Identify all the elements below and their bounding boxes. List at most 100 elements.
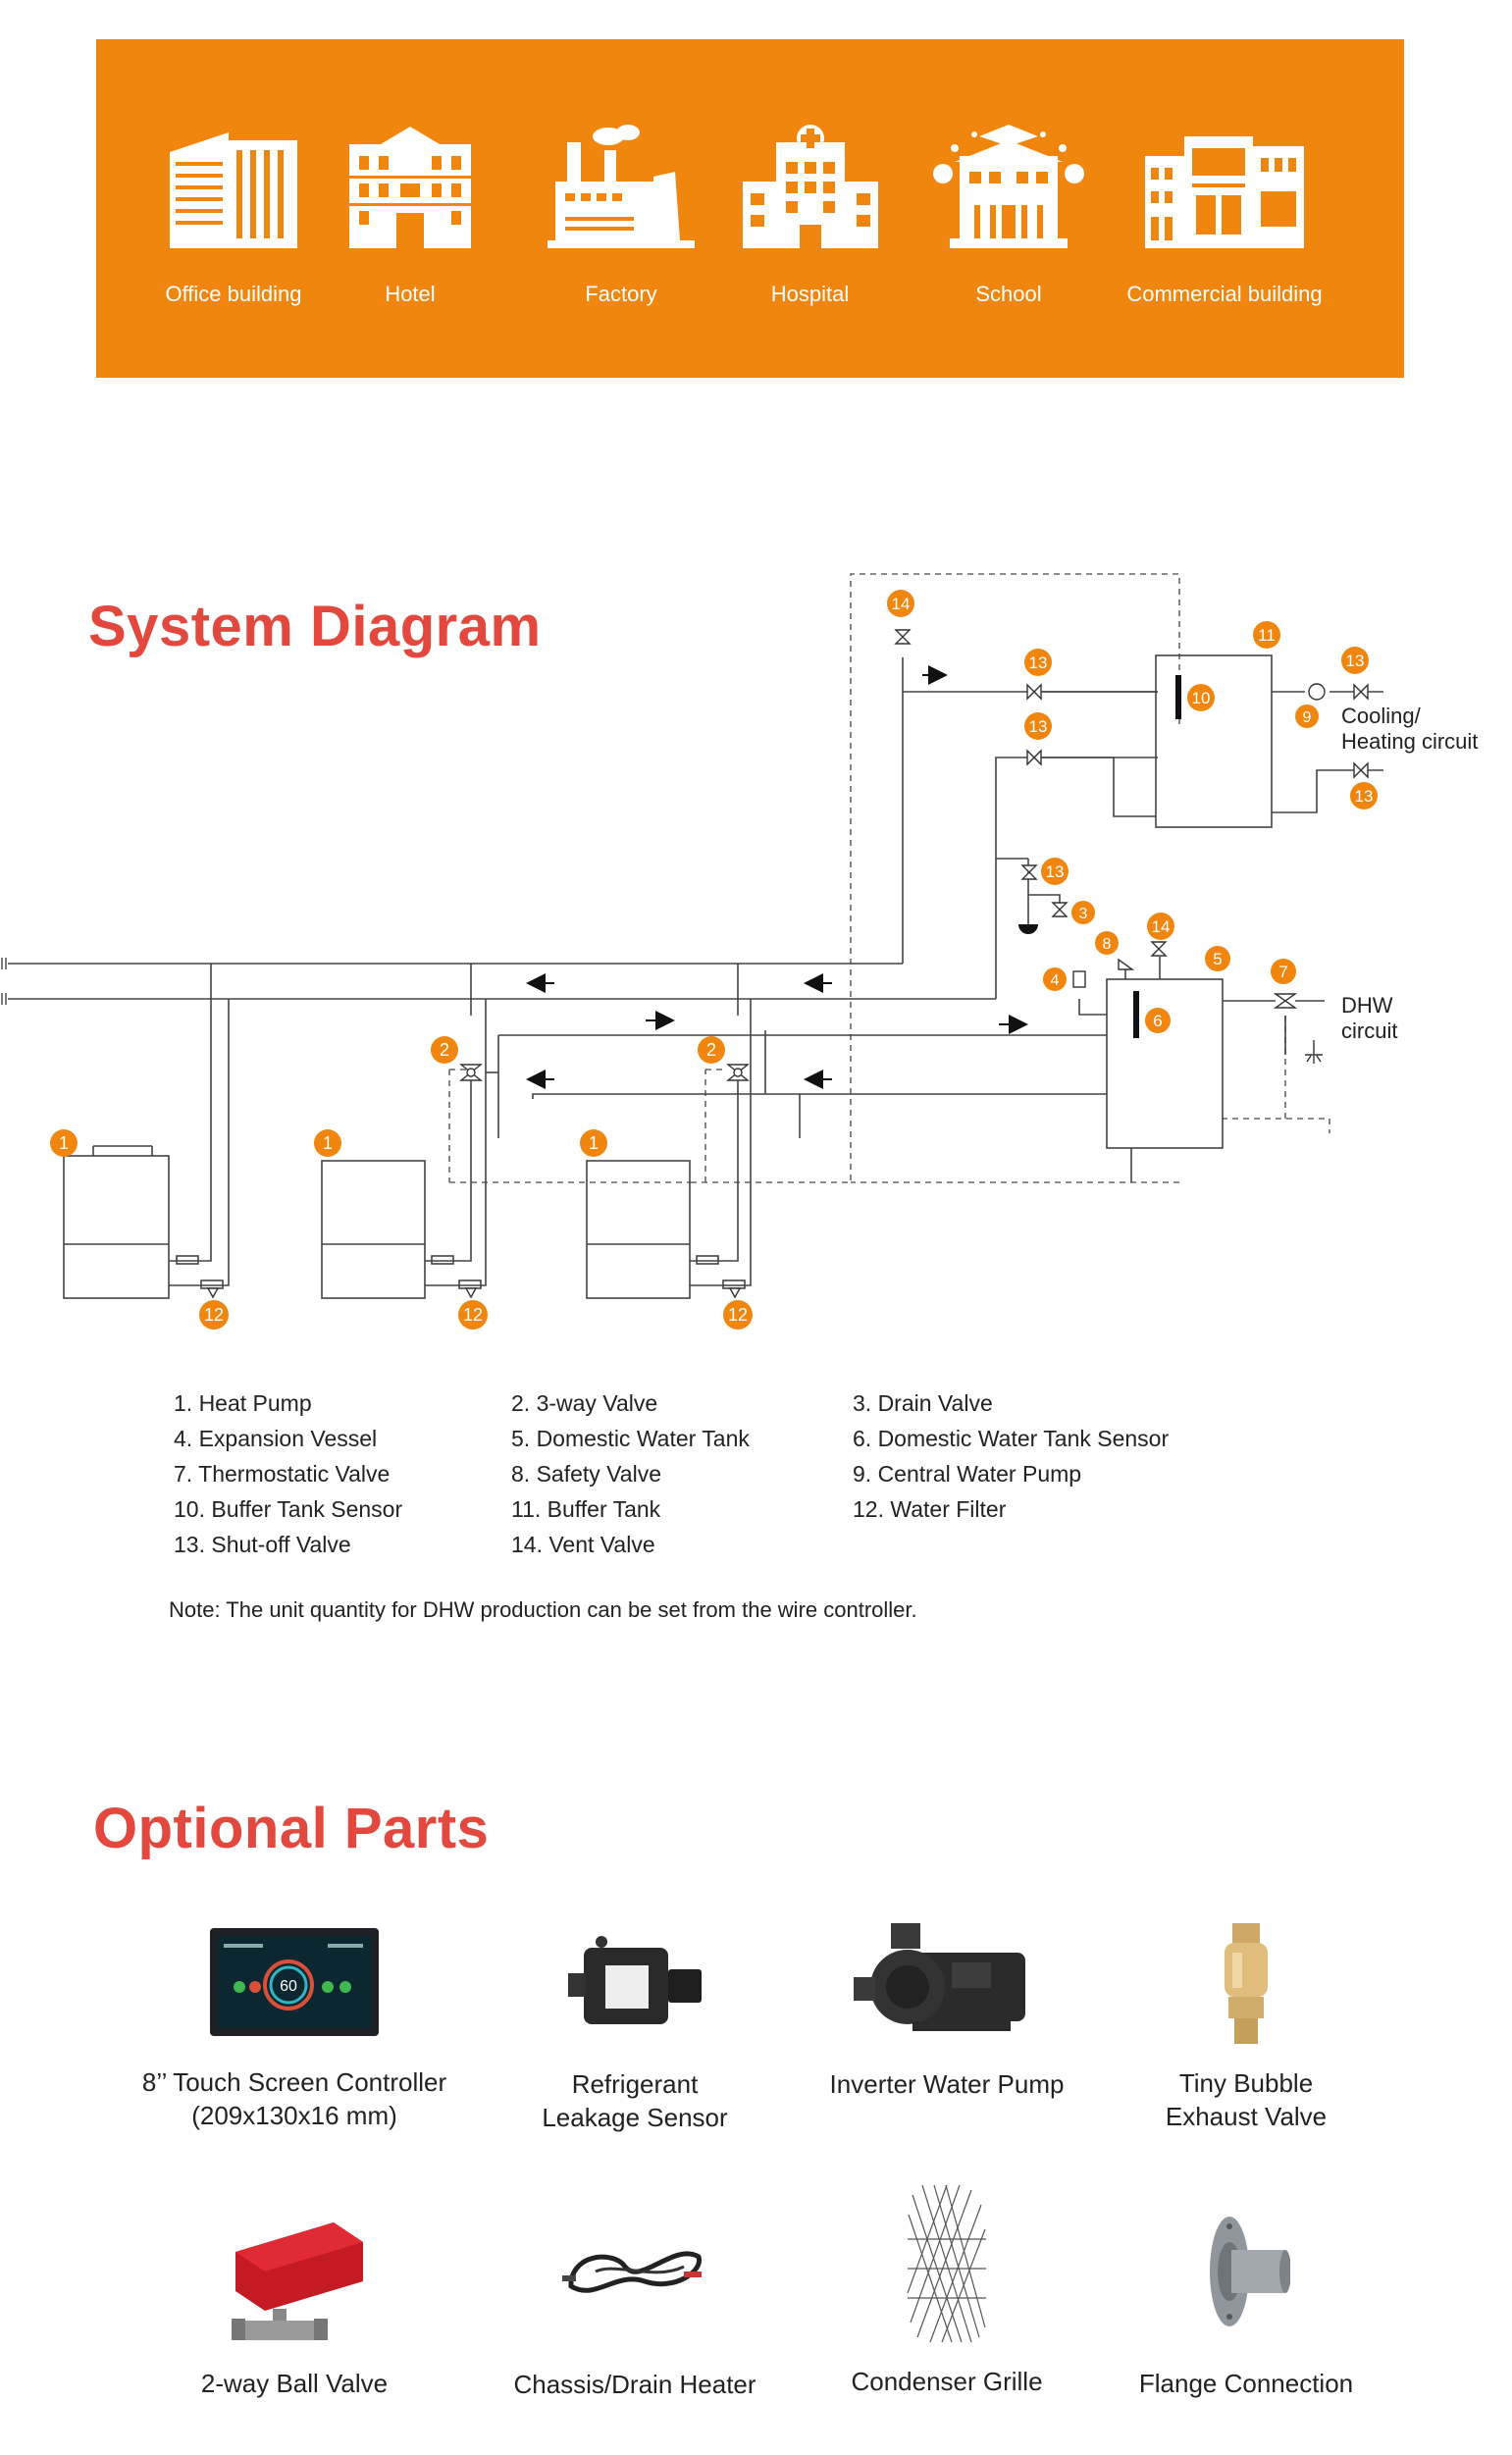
legend-item: 1. Heat Pump <box>174 1390 312 1416</box>
school-icon <box>933 125 1084 248</box>
system-diagram-title: System Diagram <box>88 595 542 658</box>
drain-heater-icon <box>562 2251 702 2293</box>
svg-text:4: 4 <box>1051 972 1060 989</box>
legend-item: 13. Shut-off Valve <box>174 1532 351 1557</box>
banner-item-commercial: Commercial building <box>1107 39 1342 378</box>
svg-text:1: 1 <box>59 1133 69 1153</box>
marker-13d: 13 <box>1350 782 1378 810</box>
svg-text:12: 12 <box>728 1305 748 1325</box>
piping <box>8 654 1383 1299</box>
legend-item: 8. Safety Valve <box>511 1461 661 1487</box>
buffer-tank-sensor <box>1175 675 1181 719</box>
marker-12b: 12 <box>458 1300 488 1330</box>
svg-text:12: 12 <box>204 1305 224 1325</box>
legend-item: 2. 3-way Valve <box>511 1390 658 1416</box>
part-water-pump: Inverter Water Pump <box>790 1923 1104 2139</box>
leakage-sensor-icon <box>568 1936 702 2024</box>
flange-connection-icon <box>1210 2217 1290 2326</box>
controller-screen-value: 60 <box>280 1978 297 1995</box>
svg-text:12: 12 <box>463 1305 483 1325</box>
marker-3: 3 <box>1071 901 1095 924</box>
svg-text:13: 13 <box>1029 717 1048 736</box>
dhw-tank-sensor <box>1133 991 1139 1038</box>
legend-item: 6. Domestic Water Tank Sensor <box>853 1426 1170 1451</box>
dhw-circuit-label-2: circuit <box>1341 1019 1397 1043</box>
marker-14b: 14 <box>1147 913 1174 940</box>
part-label: 2-way Ball Valve <box>200 2369 389 2398</box>
svg-text:1: 1 <box>323 1133 333 1153</box>
legend-item: 10. Buffer Tank Sensor <box>174 1496 403 1522</box>
svg-text:13: 13 <box>1355 787 1374 806</box>
system-diagram: 14 11 13 13 10 9 13 13 13 3 14 8 5 4 7 6… <box>1 573 1478 1330</box>
marker-14a: 14 <box>887 590 914 617</box>
part-label: Inverter Water Pump <box>829 2069 1065 2099</box>
part-touch-screen-controller: 60 8’’ Touch Screen Controller (209x130x… <box>137 1928 451 2144</box>
svg-text:11: 11 <box>1258 626 1276 645</box>
svg-text:10: 10 <box>1192 689 1211 707</box>
marker-2b: 2 <box>698 1036 725 1064</box>
marker-6: 6 <box>1145 1008 1171 1033</box>
marker-13a: 13 <box>1024 649 1052 676</box>
part-label: Tiny Bubble Exhaust Valve <box>1165 2068 1328 2131</box>
svg-text:13: 13 <box>1029 653 1048 672</box>
ball-valve-icon <box>232 2222 363 2340</box>
svg-text:13: 13 <box>1046 862 1065 881</box>
marker-13b: 13 <box>1341 647 1369 674</box>
svg-text:6: 6 <box>1153 1012 1162 1030</box>
banner-label: School <box>975 282 1042 306</box>
legend-item: 3. Drain Valve <box>853 1390 993 1416</box>
hospital-icon <box>742 125 878 248</box>
part-label: Chassis/Drain Heater <box>513 2370 756 2399</box>
banner-label: Office building <box>165 282 302 306</box>
marker-5: 5 <box>1205 946 1230 971</box>
marker-12a: 12 <box>199 1300 229 1330</box>
banner-item-factory: Factory <box>528 39 714 378</box>
circuit-labels: Cooling/ Heating circuit DHW circuit <box>1341 704 1478 1043</box>
part-condenser-grille: Condenser Grille <box>790 2180 1104 2406</box>
pipe-end-caps <box>1 958 7 1005</box>
exhaust-valve-icon <box>1225 1923 1268 2044</box>
svg-text:14: 14 <box>1152 917 1171 936</box>
banner-label: Commercial building <box>1126 282 1323 306</box>
banner-item-school: School <box>920 39 1097 378</box>
marker-8: 8 <box>1095 931 1119 955</box>
diagram-markers: 14 11 13 13 10 9 13 13 13 3 14 8 5 4 7 6… <box>50 590 1378 1330</box>
valves <box>206 629 1369 1299</box>
banner-item-hotel: Hotel <box>332 39 489 378</box>
svg-text:8: 8 <box>1103 936 1112 953</box>
marker-13c: 13 <box>1024 712 1052 740</box>
part-label: Refrigerant Leakage Sensor <box>542 2069 728 2132</box>
part-leakage-sensor: Refrigerant Leakage Sensor <box>478 1928 792 2144</box>
svg-text:2: 2 <box>440 1040 449 1060</box>
control-wiring <box>448 573 1330 1183</box>
part-label: Flange Connection <box>1138 2369 1354 2398</box>
part-exhaust-valve: Tiny Bubble Exhaust Valve <box>1089 1923 1403 2139</box>
marker-10: 10 <box>1187 684 1215 711</box>
marker-12c: 12 <box>723 1300 753 1330</box>
legend-item: 14. Vent Valve <box>511 1532 655 1557</box>
office-building-icon <box>170 132 297 248</box>
water-pump-icon <box>854 1923 1025 2031</box>
banner-label: Factory <box>585 282 657 306</box>
cooling-circuit-label-2: Heating circuit <box>1341 729 1478 754</box>
svg-text:14: 14 <box>892 595 911 613</box>
hotel-icon <box>349 127 471 248</box>
flow-arrows <box>526 665 1028 1089</box>
svg-text:7: 7 <box>1278 963 1287 981</box>
touch-screen-controller-icon: 60 <box>210 1928 379 2036</box>
marker-7: 7 <box>1271 959 1296 984</box>
marker-1b: 1 <box>314 1129 341 1157</box>
cooling-circuit-label-1: Cooling/ <box>1341 704 1422 728</box>
svg-text:5: 5 <box>1213 950 1222 968</box>
legend-item: 12. Water Filter <box>853 1496 1007 1522</box>
marker-13e: 13 <box>1041 858 1069 885</box>
diagram-note: Note: The unit quantity for DHW producti… <box>169 1597 917 1622</box>
part-label: 8’’ Touch Screen Controller (209x130x16 … <box>141 2067 447 2130</box>
part-flange-connection: Flange Connection <box>1089 2213 1403 2409</box>
svg-text:2: 2 <box>706 1040 716 1060</box>
drain-valve <box>1018 924 1038 934</box>
marker-11: 11 <box>1253 621 1280 649</box>
shower-icon <box>1305 1040 1323 1064</box>
svg-text:13: 13 <box>1346 652 1365 670</box>
legend-item: 7. Thermostatic Valve <box>174 1461 391 1487</box>
